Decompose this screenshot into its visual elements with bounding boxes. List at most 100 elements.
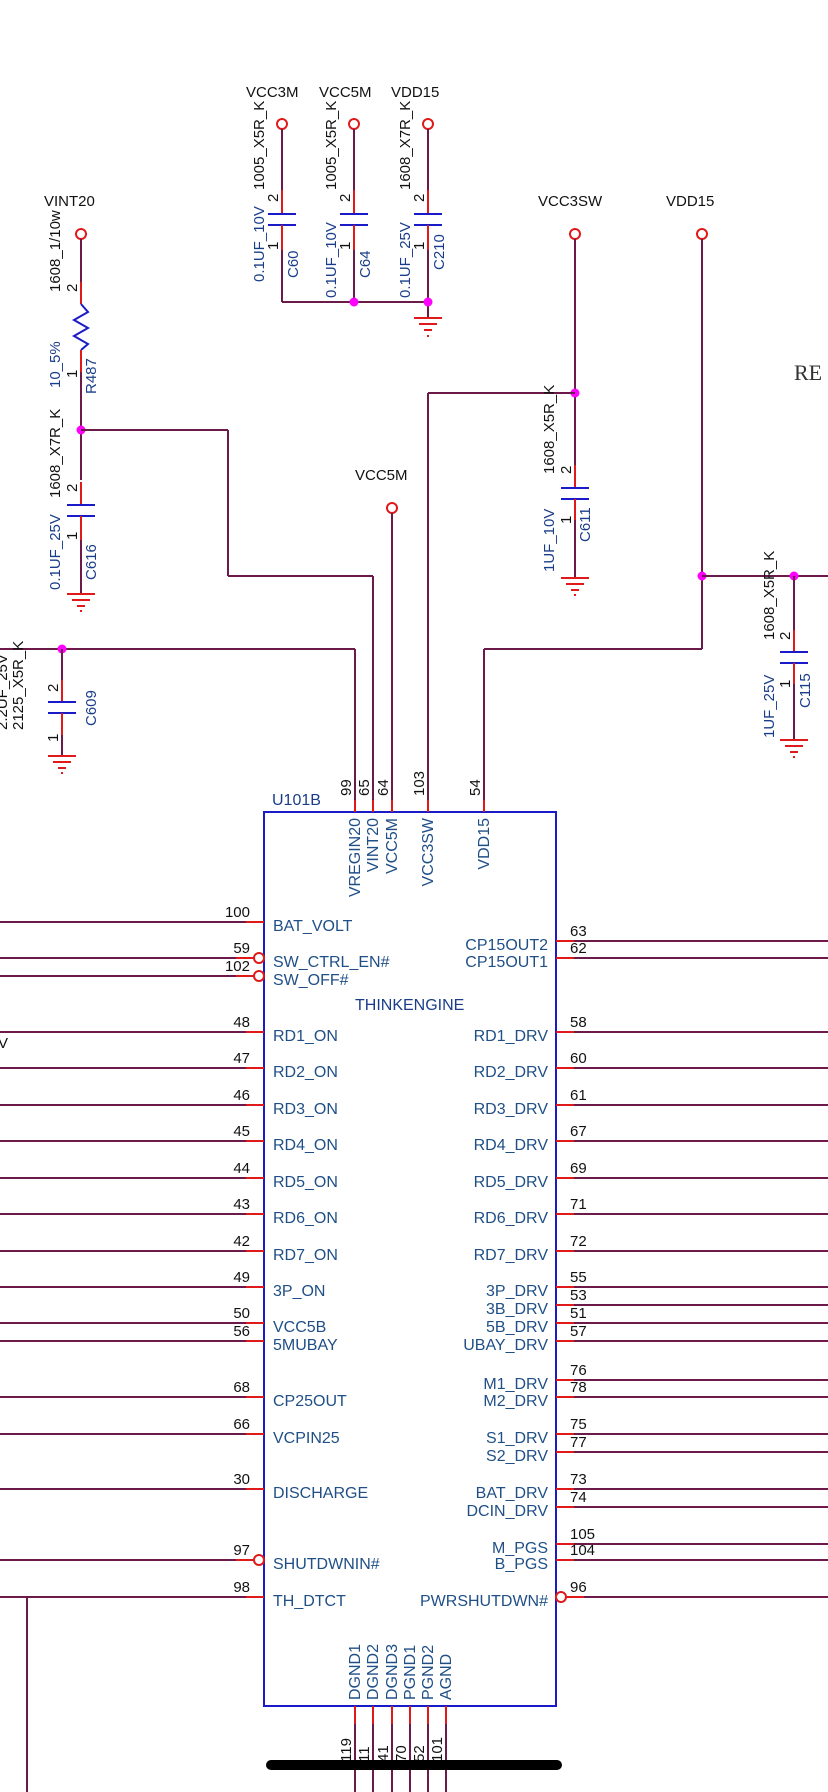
pin-number: 119 [338,1738,355,1762]
pin-number: 67 [570,1123,587,1140]
ic-pin-bottom[interactable]: 41 DGND3 [375,1644,401,1792]
clipped-net-label: V [0,1035,8,1052]
capacitor-c616[interactable]: 1608_X7R_K 2 1 0.1UF_25V C616 [47,409,100,594]
pin-name: RD6_DRV [474,1210,549,1227]
pin-name: PWRSHUTDWN# [420,1593,548,1610]
resistor-r487[interactable]: 1608_1/10w 2 10_5% 1 R487 [47,210,100,394]
ic-pin-bottom[interactable]: 119 DGND1 [338,1644,364,1792]
pin-number: 2 [411,194,428,202]
pin-number: 2 [265,194,282,202]
pin-number: 41 [375,1745,392,1762]
junction-dot-icon [349,297,359,307]
cap-value: 0.1UF_10V [251,206,268,282]
pin-name: DGND3 [384,1644,401,1700]
capacitor-c64[interactable]: 1005_X5R_K 2 1 0.1UF_10V C64 [323,101,374,302]
capacitor-c210[interactable]: 1608_X7R_K 2 1 0.1UF_25V C210 [397,101,448,318]
pin-number: 50 [233,1305,250,1322]
cap-value: 0.1UF_10V [323,222,340,298]
pin-number: 1 [777,680,794,688]
pin-number: 11 [356,1746,373,1762]
vcc3sw-network: VCC3SW 1608_X5R_K 2 1UF_10V 1 C611 [427,193,603,812]
cap-ref: C210 [431,234,448,270]
pin-name: PGND1 [402,1645,419,1700]
vint20-network: VINT20 1608_1/10w 2 10_5% 1 R487 1608_X7… [44,193,374,812]
pin-name: VCC5M [384,818,401,874]
pin-number: 73 [570,1471,587,1488]
pin-name: 3B_DRV [486,1301,548,1318]
offpage-label: RE [794,360,822,385]
pin-number: 58 [570,1014,587,1031]
pin-number: 66 [233,1416,250,1433]
ic-u101b[interactable]: U101B THINKENGINE 99VREGIN2065VINT2064VC… [0,771,828,1792]
home-indicator[interactable] [266,1760,562,1770]
pin-number: 44 [233,1160,250,1177]
pin-name: M_PGS [492,1540,548,1557]
capacitor-c609[interactable]: 2 1 C609 2125_X5R_K 2.2UF_25V [0,641,356,812]
pin-name: RD6_ON [273,1210,338,1227]
pin-name: RD1_DRV [474,1028,549,1045]
pin-name: M2_DRV [483,1393,548,1410]
pin-name: DISCHARGE [273,1485,368,1502]
pin-number: 69 [570,1160,587,1177]
pin-name: VCC3SW [420,817,437,886]
capacitor-c115[interactable]: 1608_X5R_K 2 1UF_25V 1 C115 [761,551,814,740]
capacitor-c60[interactable]: 1005_X5R_K 2 1 0.1UF_10V C60 [251,101,302,302]
cap-ref: C115 [797,673,814,708]
pin-name: 5MUBAY [273,1337,338,1354]
capacitor-c611[interactable]: 1608_X5R_K 2 1UF_10V 1 C611 [541,385,594,578]
pin-name: CP15OUT1 [465,954,548,971]
pin-name: DGND1 [347,1644,364,1700]
